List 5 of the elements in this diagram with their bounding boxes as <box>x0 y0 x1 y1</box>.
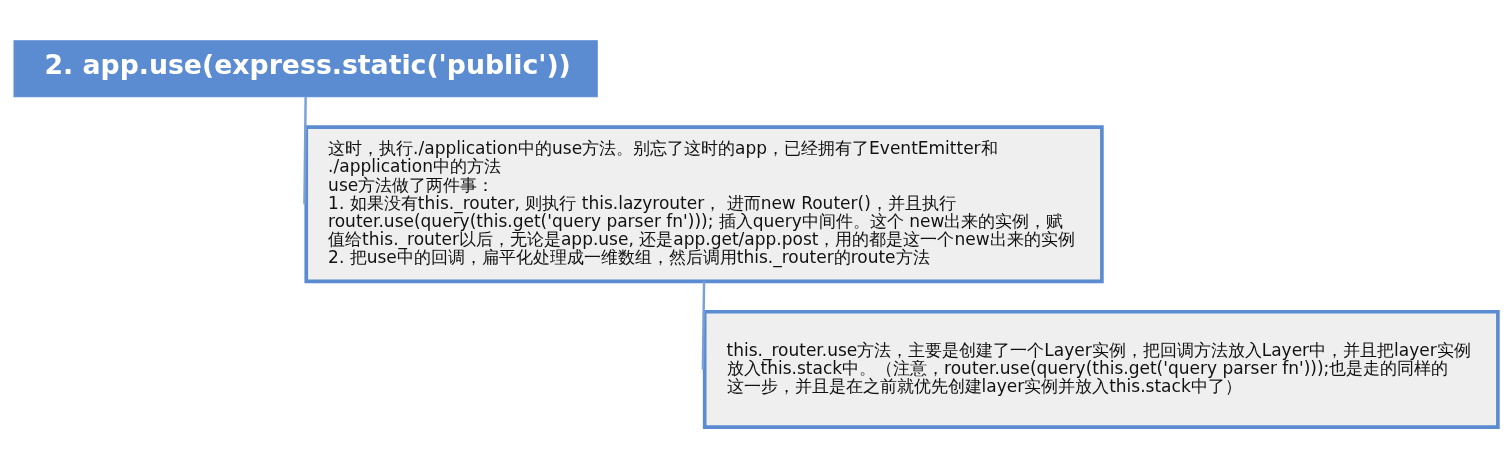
node-box: 2. app.use(express.static('public')) <box>13 40 598 98</box>
connector <box>303 96 307 205</box>
connector <box>701 281 706 370</box>
node-box: this._router.use方法，主要是创建了一个Layer实例，把回调方法放入Layer中，并且把layer实例放入this.stack中。（注意，router.use(query(this.get('query parser fn')));也是走的同样的这一步，并且是在之前就优先创建layer实例并放入this.stack中了） <box>702 309 1500 429</box>
node-box: 这时，执行./application中的use方法。别忘了这时的app，已经拥有了EventEmitter和./application中的方法 use方法做了两件事： 1. 如果没有this._router, 则执行 this.lazyrouter， 进而new Router()，并且执行router.use(query(this.get('query parser fn'))); 插入query中间件。这个 new出来的实例，赋值给this._router以后，无论是app.use, 还是app.get/app.post，用的都是这一个new出来的实例 2. 把use中的回调，扁平化处理成一维数组，然后调用this._router的route方法 <box>304 125 1104 284</box>
